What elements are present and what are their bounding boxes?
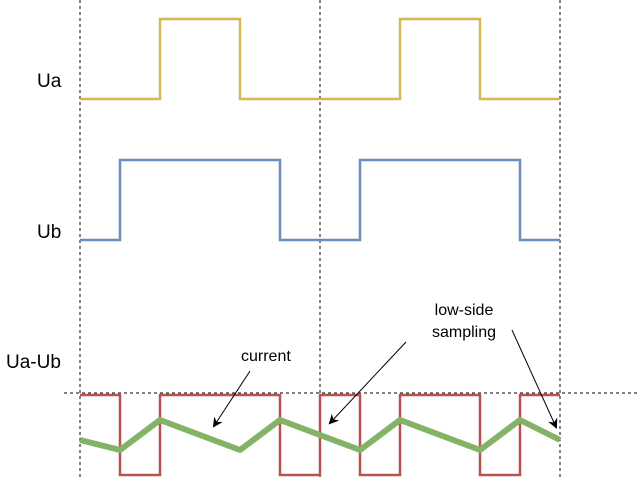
ua-waveform: [80, 17, 560, 101]
current-waveform: [79, 417, 562, 453]
diff-label: Ua-Ub: [6, 352, 61, 373]
low-side-label-line1: low-side: [434, 302, 494, 319]
annotation-arrows: [212, 329, 558, 429]
ub-waveform: [80, 158, 560, 242]
diff-waveform: [80, 393, 560, 477]
ub-label: Ub: [37, 222, 62, 243]
low-side-label-line2: sampling: [431, 324, 497, 341]
waveforms: [79, 17, 562, 477]
sampling-arrow-left: [328, 341, 407, 425]
ua-label: Ua: [37, 71, 62, 92]
current-arrow: [212, 370, 251, 428]
sampling-arrow-right: [511, 329, 558, 429]
guide-lines: [64, 0, 637, 479]
current-label: current: [241, 348, 291, 365]
